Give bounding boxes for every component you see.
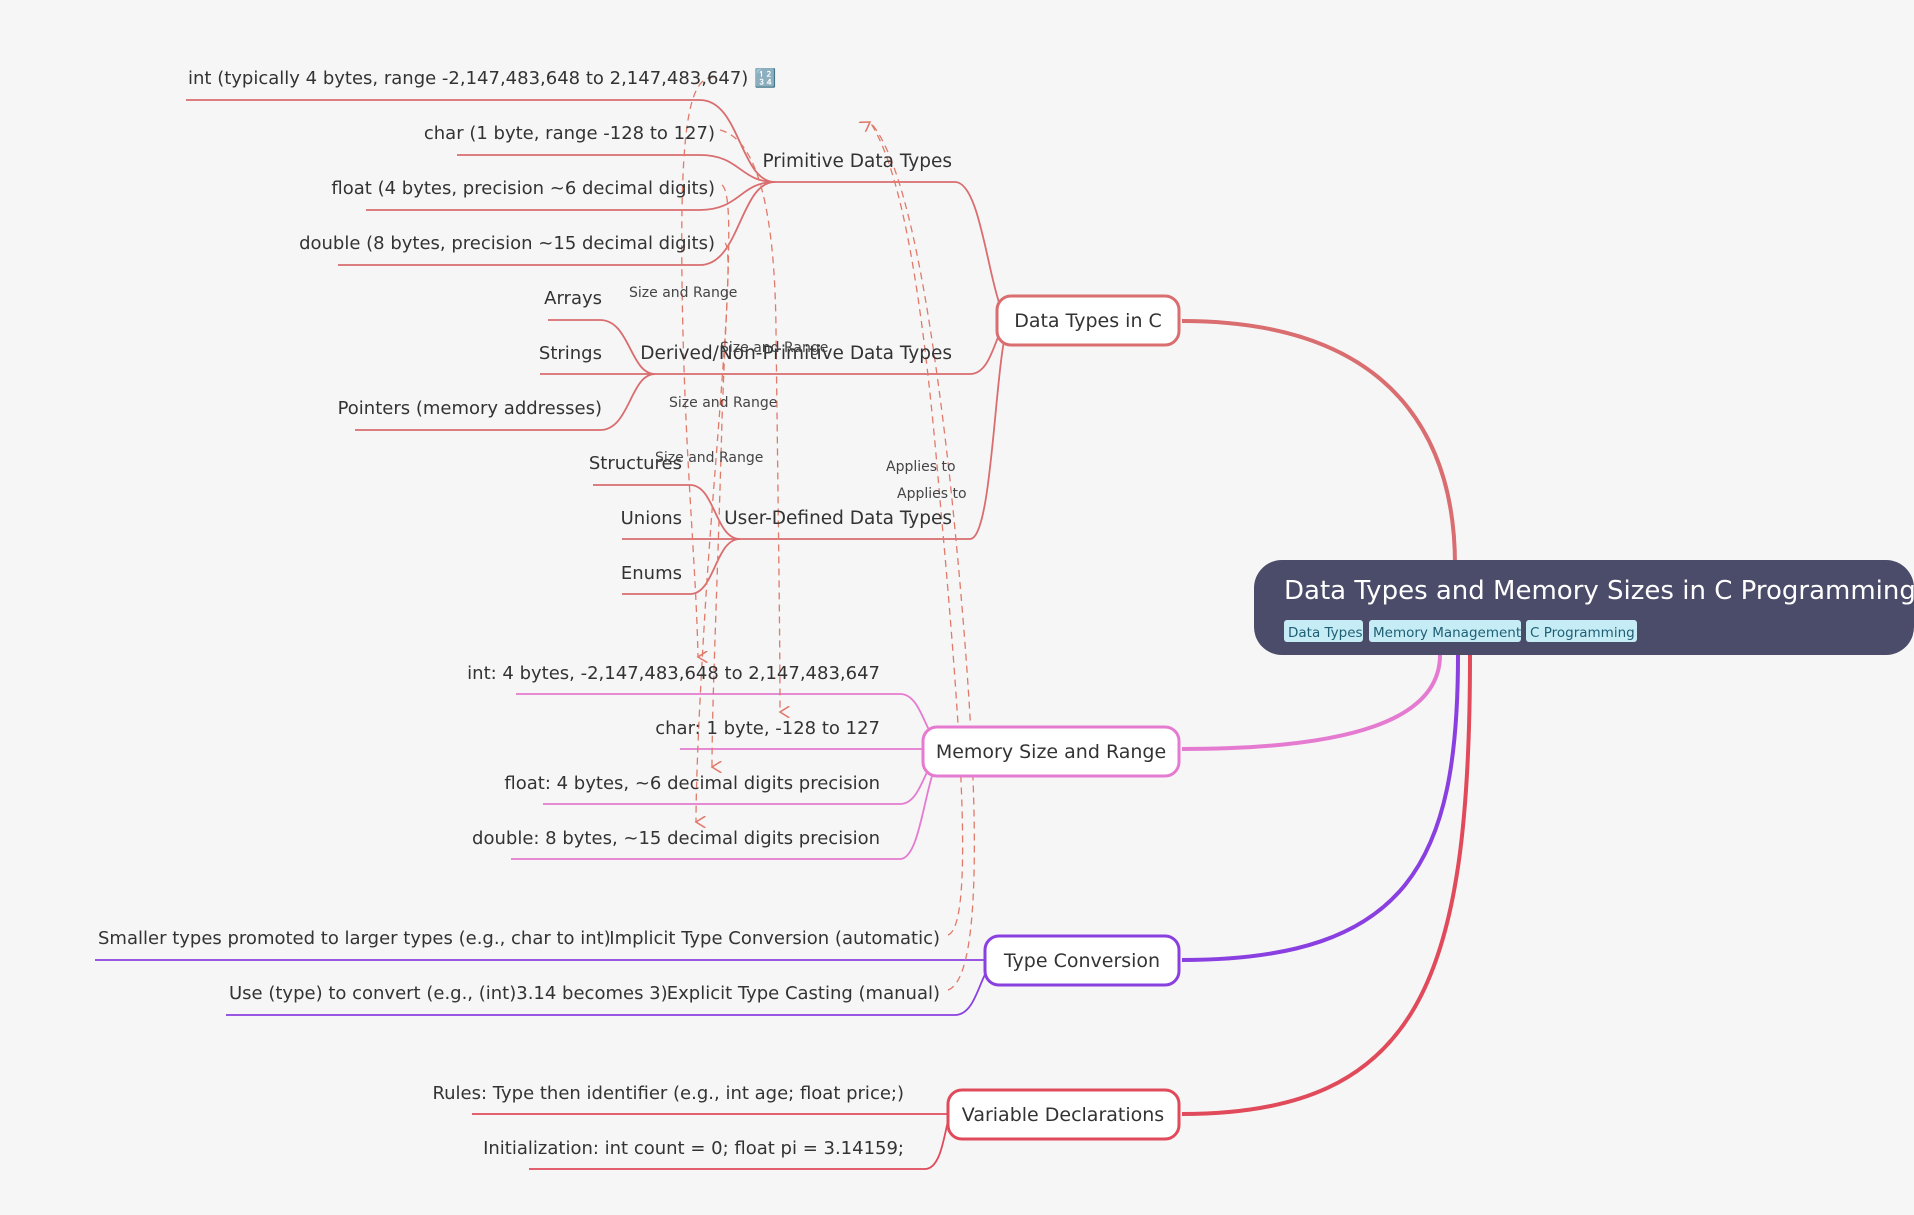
derived-item-pointers[interactable]: Pointers (memory addresses)	[338, 398, 602, 419]
primitive-header[interactable]: Primitive Data Types	[762, 151, 952, 172]
connector-root-conversion	[1181, 654, 1460, 962]
relation-float-size-range	[712, 184, 730, 767]
relation-double-size-range	[696, 242, 729, 822]
user-defined-item-structures[interactable]: Structures	[589, 453, 682, 474]
relation-label-size-range[interactable]: Size and Range	[720, 340, 828, 356]
relation-char-size-range	[719, 129, 780, 712]
connector-root-declarations	[1181, 654, 1472, 1116]
root-tag-memory-management[interactable]: Memory Management	[1369, 620, 1521, 642]
node-declarations[interactable]: Variable Declarations	[946, 1088, 1181, 1141]
user-defined-header[interactable]: User-Defined Data Types	[724, 508, 952, 529]
root-tag-data-types[interactable]: Data Types	[1284, 620, 1363, 642]
main-connectors	[1181, 319, 1472, 1116]
memory-item-double[interactable]: double: 8 bytes, ~15 decimal digits prec…	[472, 828, 880, 849]
user-defined-item-unions[interactable]: Unions	[621, 508, 682, 529]
node-memory-label: Memory Size and Range	[936, 741, 1166, 763]
relation-implicit-applies	[870, 122, 964, 936]
conversion-explicit-detail[interactable]: Use (type) to convert (e.g., (int)3.14 b…	[229, 983, 668, 1004]
node-data-types[interactable]: Data Types in C	[995, 294, 1181, 347]
relation-explicit-applies	[869, 121, 976, 991]
relation-label-applies-to[interactable]: Applies to	[886, 459, 956, 475]
conversion-implicit-label[interactable]: Implicit Type Conversion (automatic)	[609, 928, 940, 949]
tag-label: Data Types	[1288, 625, 1363, 641]
conversion-implicit-detail[interactable]: Smaller types promoted to larger types (…	[98, 928, 611, 949]
node-memory[interactable]: Memory Size and Range	[921, 725, 1181, 778]
node-declarations-label: Variable Declarations	[962, 1104, 1164, 1126]
relation-int-size-range	[681, 76, 715, 657]
relation-label-size-range[interactable]: Size and Range	[669, 395, 777, 411]
derived-header[interactable]: Derived/Non-Primitive Data Types	[640, 343, 952, 364]
relationship-lines	[681, 76, 976, 991]
connector-root-data-types	[1181, 319, 1457, 566]
derived-item-strings[interactable]: Strings	[539, 343, 602, 364]
primitive-item-int[interactable]: int (typically 4 bytes, range -2,147,483…	[188, 67, 776, 89]
declarations-item-init[interactable]: Initialization: int count = 0; float pi …	[483, 1138, 904, 1159]
node-conversion[interactable]: Type Conversion	[983, 934, 1181, 987]
derived-item-arrays[interactable]: Arrays	[544, 288, 602, 309]
memory-item-float[interactable]: float: 4 bytes, ~6 decimal digits precis…	[504, 773, 880, 794]
node-data-types-label: Data Types in C	[1014, 310, 1162, 332]
connector-root-memory	[1181, 654, 1442, 751]
root-tag-c-programming[interactable]: C Programming	[1526, 620, 1637, 642]
tag-label: Memory Management	[1373, 625, 1521, 641]
user-defined-item-enums[interactable]: Enums	[621, 563, 682, 584]
root-title: Data Types and Memory Sizes in C Program…	[1284, 575, 1914, 606]
relation-label-size-range[interactable]: Size and Range	[629, 285, 737, 301]
memory-item-char[interactable]: char: 1 byte, -128 to 127	[655, 718, 880, 739]
primitive-item-float[interactable]: float (4 bytes, precision ~6 decimal dig…	[331, 178, 715, 199]
memory-item-int[interactable]: int: 4 bytes, -2,147,483,648 to 2,147,48…	[467, 663, 880, 684]
conversion-explicit-label[interactable]: Explicit Type Casting (manual)	[667, 983, 940, 1004]
node-conversion-label: Type Conversion	[1003, 950, 1160, 972]
primitive-item-char[interactable]: char (1 byte, range -128 to 127)	[424, 123, 715, 144]
declarations-item-rules[interactable]: Rules: Type then identifier (e.g., int a…	[432, 1083, 904, 1104]
tag-label: C Programming	[1530, 625, 1635, 641]
primitive-item-double[interactable]: double (8 bytes, precision ~15 decimal d…	[299, 233, 715, 254]
root-node[interactable]: Data Types and Memory Sizes in C Program…	[1254, 560, 1914, 655]
relation-label-size-range[interactable]: Size and Range	[655, 450, 763, 466]
relation-label-applies-to[interactable]: Applies to	[897, 486, 967, 502]
